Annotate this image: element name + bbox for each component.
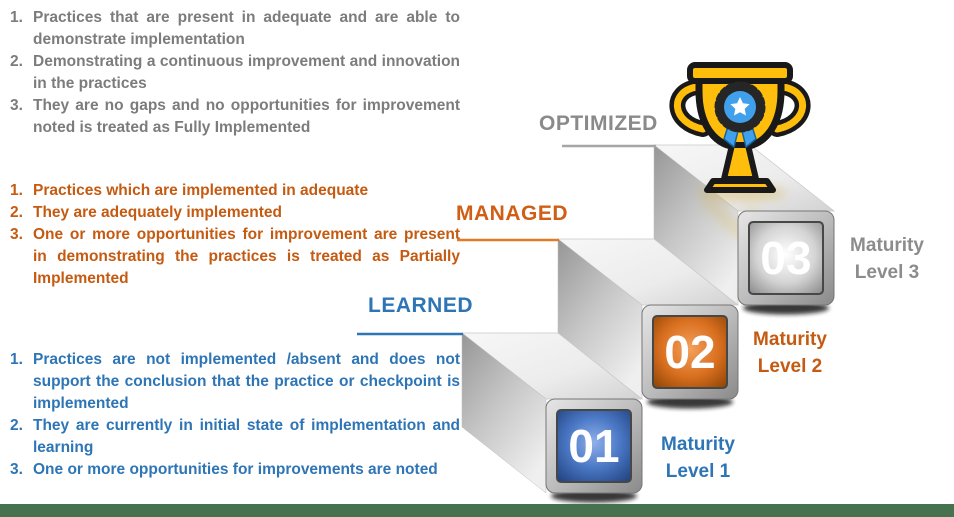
list-item: Practices are not implemented /absent an…	[10, 349, 460, 412]
step-3-number: 03	[760, 232, 811, 284]
step-3-number-plate: 03	[737, 210, 835, 306]
step-1-number: 01	[568, 420, 619, 472]
list-item: Practices that are present in adequate a…	[10, 7, 460, 48]
managed-label: MANAGED	[456, 202, 568, 225]
learned-label: LEARNED	[368, 294, 474, 317]
list-item: One or more opportunities for improvemen…	[10, 459, 438, 481]
step-1-block	[460, 332, 644, 494]
maturity-level-1-caption: Maturity Level 1	[661, 434, 735, 482]
badge-star-icon	[730, 97, 750, 116]
list-item: They are adequately implemented	[10, 202, 282, 224]
list-item: They are no gaps and no opportunities fo…	[10, 95, 460, 136]
list-item: Practices which are implemented in adequ…	[10, 180, 369, 202]
list-item: One or more opportunities for improvemen…	[10, 224, 460, 287]
step-2-block	[556, 238, 740, 400]
list-item: They are currently in initial state of i…	[10, 415, 460, 456]
optimized-description-list: Practices that are present in adequate a…	[8, 7, 460, 139]
managed-description-list: Practices which are implemented in adequ…	[8, 180, 460, 290]
maturity-level-2-caption: Maturity Level 2	[753, 329, 827, 377]
step-2-number-plate: 02	[641, 304, 739, 400]
bottom-accent-bar	[0, 504, 954, 517]
list-item: Demonstrating a continuous improvement a…	[10, 51, 460, 92]
maturity-level-3-caption: Maturity Level 3	[850, 235, 924, 283]
optimized-label: OPTIMIZED	[539, 112, 658, 135]
step-1-number-plate: 01	[545, 398, 643, 494]
step-2-number: 02	[664, 326, 715, 378]
learned-description-list: Practices are not implemented /absent an…	[8, 349, 460, 481]
trophy-icon	[669, 62, 811, 193]
